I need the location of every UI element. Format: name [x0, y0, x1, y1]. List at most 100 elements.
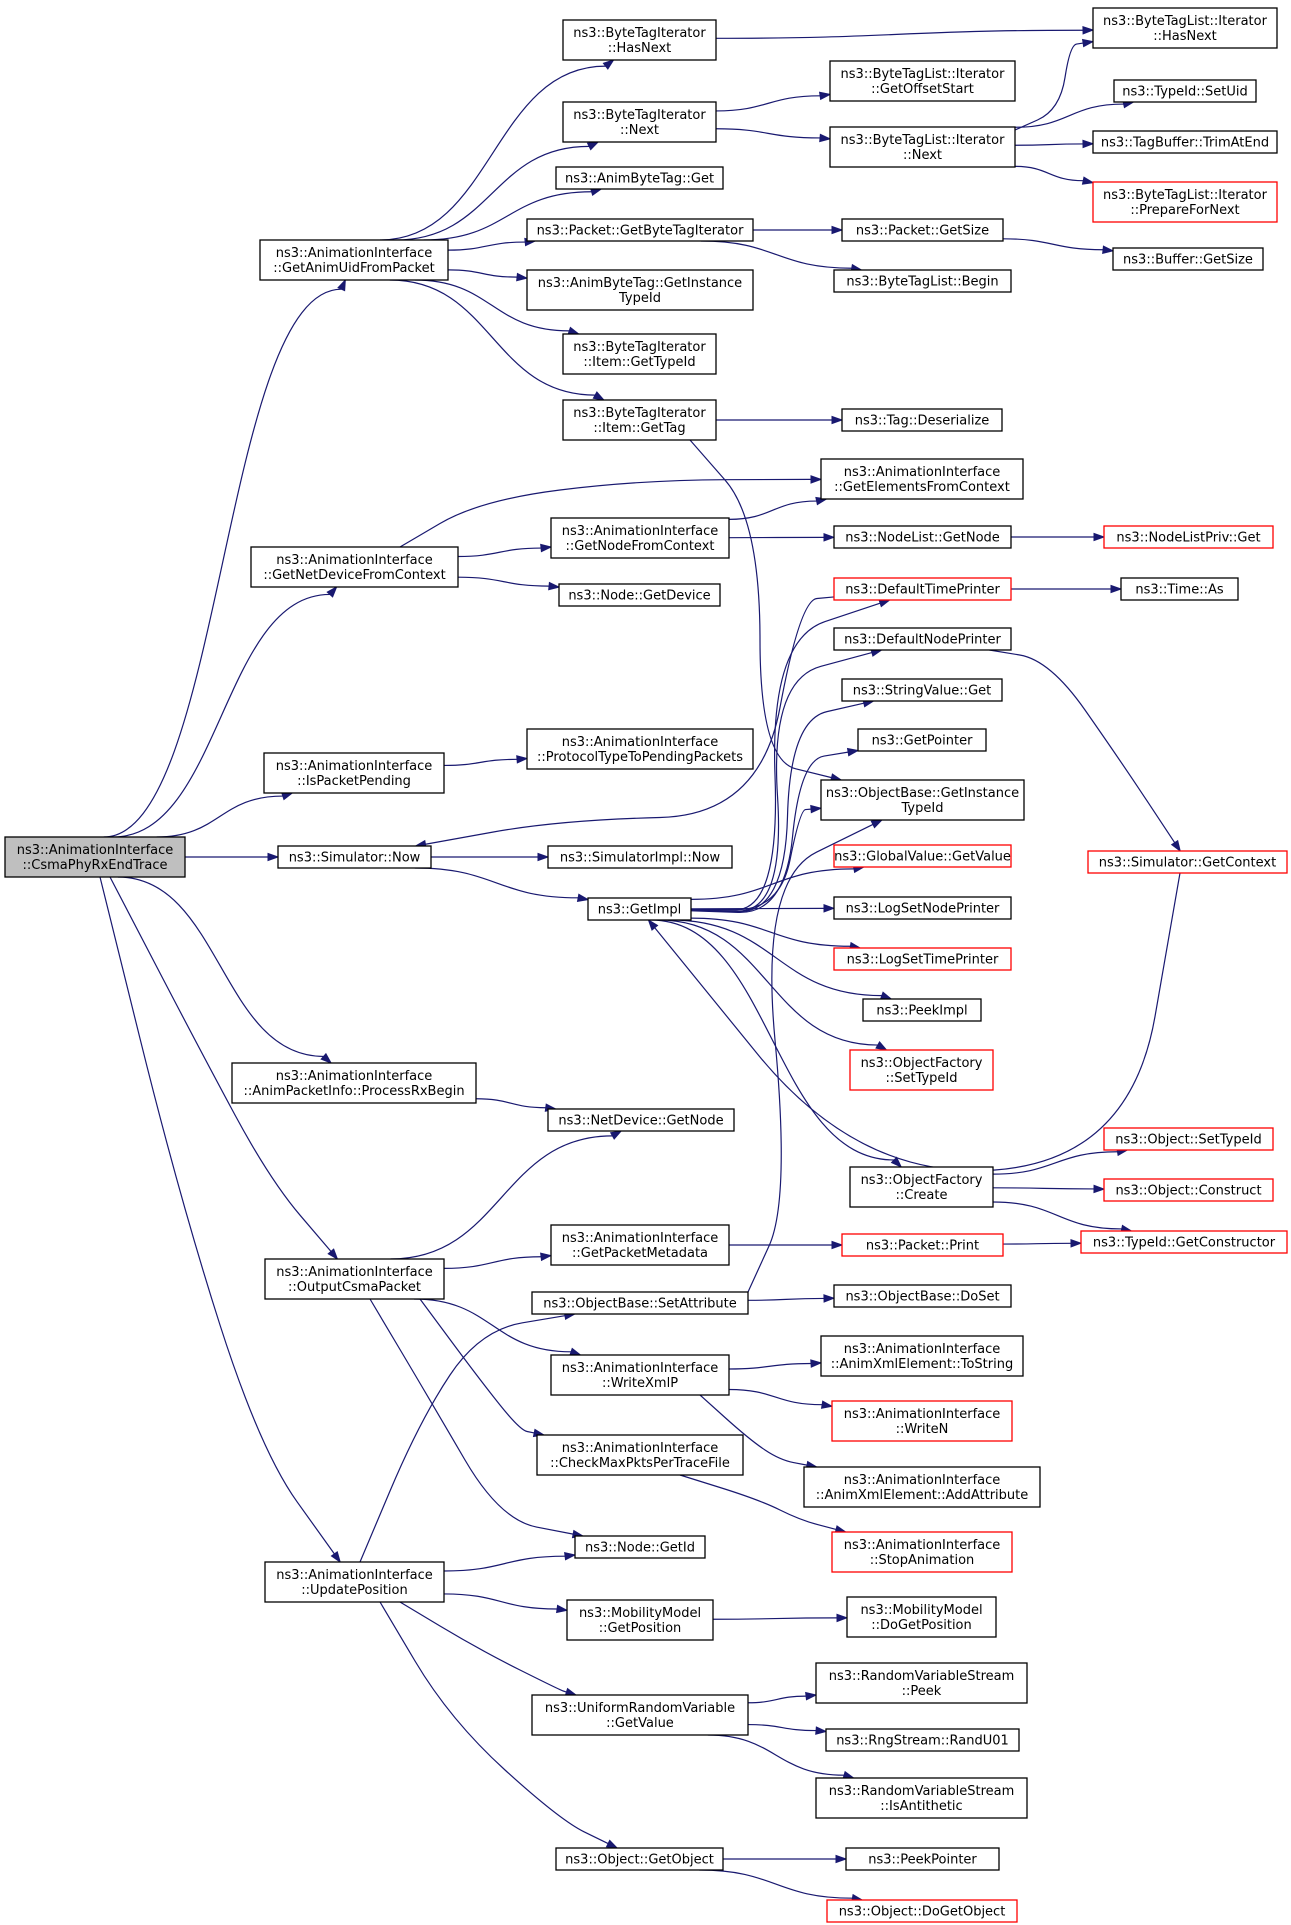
node-tagDeserialize[interactable]: ns3::Tag::Deserialize	[841, 408, 1003, 432]
node-label-line: ns3::AnimationInterface	[276, 1568, 433, 1583]
node-btlNext[interactable]: ns3::ByteTagList::Iterator::Next	[829, 126, 1016, 168]
edge-packetPrint-to-typeIdGetConstructor	[1002, 1238, 1083, 1248]
node-rvsPeek[interactable]: ns3::RandomVariableStream::Peek	[815, 1662, 1028, 1704]
node-typeIdSetUid[interactable]: ns3::TypeId::SetUid	[1113, 79, 1257, 103]
edge-line	[418, 1298, 535, 1434]
node-urvGetValue[interactable]: ns3::UniformRandomVariable::GetValue	[531, 1694, 749, 1736]
node-netDeviceGetNode[interactable]: ns3::NetDevice::GetNode	[547, 1108, 735, 1132]
edge-line	[109, 876, 332, 1252]
node-btiNext[interactable]: ns3::ByteTagIterator::Next	[562, 101, 717, 143]
node-box	[857, 728, 987, 752]
node-root[interactable]: ns3::AnimationInterface::CsmaPhyRxEndTra…	[4, 836, 186, 878]
node-objSetTypeId[interactable]: ns3::Object::SetTypeId	[1103, 1127, 1274, 1151]
edge-arrowhead	[540, 543, 553, 553]
node-objFactoryCreate[interactable]: ns3::ObjectFactory::Create	[849, 1166, 994, 1208]
edge-layer	[99, 25, 1182, 1903]
node-label-line: ns3::AnimationInterface	[844, 1407, 1001, 1422]
edge-defaultNodePrinter-to-simGetContext	[989, 649, 1182, 853]
node-simGetContext[interactable]: ns3::Simulator::GetContext	[1087, 850, 1288, 874]
node-packetGetSize[interactable]: ns3::Packet::GetSize	[841, 218, 1004, 242]
node-objGetObject[interactable]: ns3::Object::GetObject	[555, 1847, 724, 1871]
node-label-line: ::CheckMaxPktsPerTraceFile	[550, 1456, 730, 1471]
node-nodeListGetNode[interactable]: ns3::NodeList::GetNode	[833, 525, 1012, 549]
node-btlBegin[interactable]: ns3::ByteTagList::Begin	[833, 269, 1012, 293]
node-objSetAttribute[interactable]: ns3::ObjectBase::SetAttribute	[531, 1291, 749, 1315]
node-timeAs[interactable]: ns3::Time::As	[1120, 577, 1239, 601]
node-packetGetBti[interactable]: ns3::Packet::GetByteTagIterator	[526, 218, 754, 242]
node-getAnimUid[interactable]: ns3::AnimationInterface::GetAnimUidFromP…	[259, 239, 449, 281]
node-label-line: ns3::Object::SetTypeId	[1115, 1133, 1261, 1148]
edge-line	[399, 1600, 567, 1693]
edge-line	[413, 1298, 572, 1353]
node-defaultTimePrinter[interactable]: ns3::DefaultTimePrinter	[833, 577, 1012, 601]
node-getNodeFromContext[interactable]: ns3::AnimationInterface::GetNodeFromCont…	[550, 517, 730, 559]
node-logSetTimePrinter[interactable]: ns3::LogSetTimePrinter	[833, 947, 1012, 971]
edge-processRxBegin-to-netDeviceGetNode	[475, 1098, 558, 1112]
node-processRxBegin[interactable]: ns3::AnimationInterface::AnimPacketInfo:…	[231, 1062, 477, 1104]
edge-arrowhead	[540, 1252, 553, 1262]
node-simNow[interactable]: ns3::Simulator::Now	[277, 845, 432, 869]
edge-getAnimUid-to-btiHasNext	[379, 59, 615, 241]
node-btiHasNext[interactable]: ns3::ByteTagIterator::HasNext	[562, 19, 717, 61]
node-peekPointer[interactable]: ns3::PeekPointer	[845, 1847, 1000, 1871]
node-label-line: ns3::DefaultTimePrinter	[845, 583, 1000, 598]
node-packetPrint[interactable]: ns3::Packet::Print	[841, 1233, 1004, 1257]
node-btiItemGetTypeId[interactable]: ns3::ByteTagIterator::Item::GetTypeId	[562, 333, 717, 375]
node-box	[231, 1062, 477, 1104]
node-nodeGetDevice[interactable]: ns3::Node::GetDevice	[558, 583, 721, 607]
node-logSetNodePrinter[interactable]: ns3::LogSetNodePrinter	[833, 896, 1012, 920]
node-box	[841, 408, 1003, 432]
node-mobDoGetPosition[interactable]: ns3::MobilityModel::DoGetPosition	[846, 1596, 997, 1638]
edge-simNow-to-getImpl	[414, 867, 590, 902]
node-writeN[interactable]: ns3::AnimationInterface::WriteN	[831, 1400, 1013, 1442]
node-isPacketPending[interactable]: ns3::AnimationInterface::IsPacketPending	[263, 752, 445, 794]
edge-defaultTimePrinter-to-simNow	[414, 596, 835, 849]
node-globalValueGetValue[interactable]: ns3::GlobalValue::GetValue	[833, 844, 1012, 868]
node-label-line: ::GetPosition	[599, 1621, 682, 1636]
node-rngRandU01[interactable]: ns3::RngStream::RandU01	[825, 1728, 1020, 1752]
node-stopAnimation[interactable]: ns3::AnimationInterface::StopAnimation	[831, 1531, 1013, 1573]
node-nodeGetId[interactable]: ns3::Node::GetId	[574, 1535, 706, 1559]
node-box	[526, 218, 754, 242]
node-nodeListPrivGet[interactable]: ns3::NodeListPriv::Get	[1103, 525, 1274, 549]
node-btlHasNext[interactable]: ns3::ByteTagList::Iterator::HasNext	[1092, 7, 1278, 49]
node-stringValueGet[interactable]: ns3::StringValue::Get	[841, 678, 1003, 702]
node-objBaseDoSet[interactable]: ns3::ObjectBase::DoSet	[833, 1284, 1012, 1308]
node-updatePosition[interactable]: ns3::AnimationInterface::UpdatePosition	[264, 1561, 445, 1603]
node-animXmlToString[interactable]: ns3::AnimationInterface::AnimXmlElement:…	[820, 1335, 1024, 1377]
node-label-line: ns3::LogSetNodePrinter	[846, 902, 1000, 917]
node-bufferGetSize[interactable]: ns3::Buffer::GetSize	[1112, 247, 1264, 271]
node-outputCsma[interactable]: ns3::AnimationInterface::OutputCsmaPacke…	[264, 1258, 445, 1300]
node-btlPrepareForNext[interactable]: ns3::ByteTagList::Iterator::PrepareForNe…	[1092, 181, 1278, 223]
edge-line	[156, 795, 283, 838]
node-box	[1103, 1178, 1274, 1202]
node-peekImpl[interactable]: ns3::PeekImpl	[862, 998, 982, 1022]
edge-line	[99, 876, 335, 1555]
node-objConstruct[interactable]: ns3::Object::Construct	[1103, 1178, 1274, 1202]
edge-arrowhead	[836, 1613, 849, 1623]
node-objDoGetObject[interactable]: ns3::Object::DoGetObject	[826, 1899, 1018, 1923]
node-rvsIsAntithetic[interactable]: ns3::RandomVariableStream::IsAntithetic	[815, 1777, 1028, 1819]
node-getImpl[interactable]: ns3::GetImpl	[587, 897, 692, 921]
edge-line	[379, 1601, 609, 1845]
node-getPointer[interactable]: ns3::GetPointer	[857, 728, 987, 752]
node-getNetDevice[interactable]: ns3::AnimationInterface::GetNetDeviceFro…	[250, 546, 459, 588]
node-animByteTagGet[interactable]: ns3::AnimByteTag::Get	[555, 166, 724, 190]
node-btiItemGetTag[interactable]: ns3::ByteTagIterator::Item::GetTag	[562, 399, 717, 441]
node-objFactorySetTypeId[interactable]: ns3::ObjectFactory::SetTypeId	[849, 1049, 994, 1091]
node-protoToPending[interactable]: ns3::AnimationInterface::ProtocolTypeToP…	[526, 728, 754, 770]
node-animXmlAddAttr[interactable]: ns3::AnimationInterface::AnimXmlElement:…	[803, 1466, 1041, 1508]
node-getElementsFromContext[interactable]: ns3::AnimationInterface::GetElementsFrom…	[820, 458, 1024, 500]
node-writeXmlP[interactable]: ns3::AnimationInterface::WriteXmlP	[550, 1354, 730, 1396]
node-mobGetPosition[interactable]: ns3::MobilityModel::GetPosition	[566, 1599, 714, 1641]
node-checkMaxPkts[interactable]: ns3::AnimationInterface::CheckMaxPktsPer…	[536, 1434, 744, 1476]
node-simImplNow[interactable]: ns3::SimulatorImpl::Now	[547, 845, 733, 869]
node-getPacketMetadata[interactable]: ns3::AnimationInterface::GetPacketMetada…	[550, 1224, 730, 1266]
node-defaultNodePrinter[interactable]: ns3::DefaultNodePrinter	[833, 627, 1012, 651]
node-box	[562, 19, 717, 61]
node-tagBufferTrimAtEnd[interactable]: ns3::TagBuffer::TrimAtEnd	[1092, 130, 1278, 154]
node-typeIdGetConstructor[interactable]: ns3::TypeId::GetConstructor	[1080, 1230, 1288, 1254]
node-btlGetOffsetStart[interactable]: ns3::ByteTagList::Iterator::GetOffsetSta…	[829, 60, 1016, 102]
